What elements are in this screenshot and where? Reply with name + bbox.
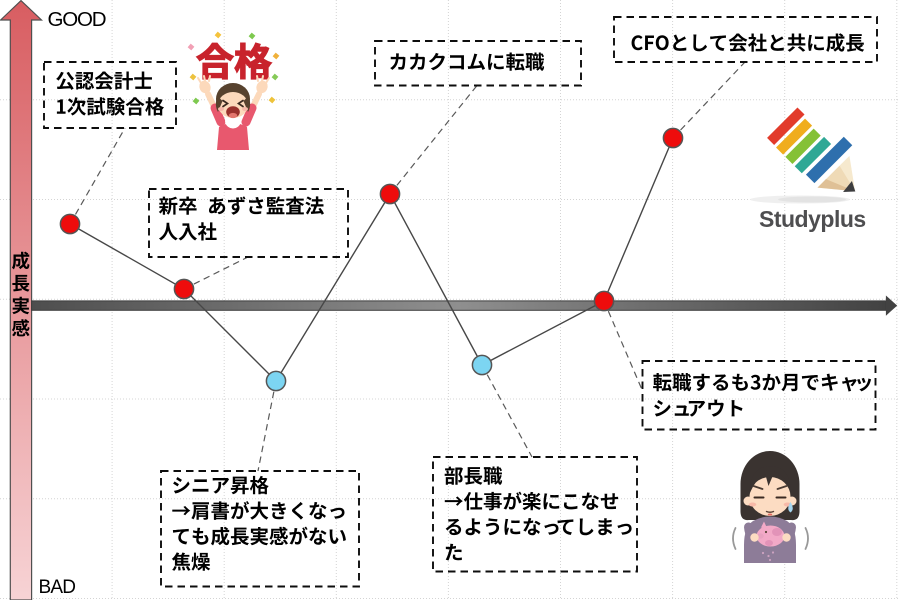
svg-text:Studyplus: Studyplus — [759, 206, 866, 232]
svg-text:BAD: BAD — [39, 577, 76, 598]
svg-text:GOOD: GOOD — [48, 8, 106, 31]
